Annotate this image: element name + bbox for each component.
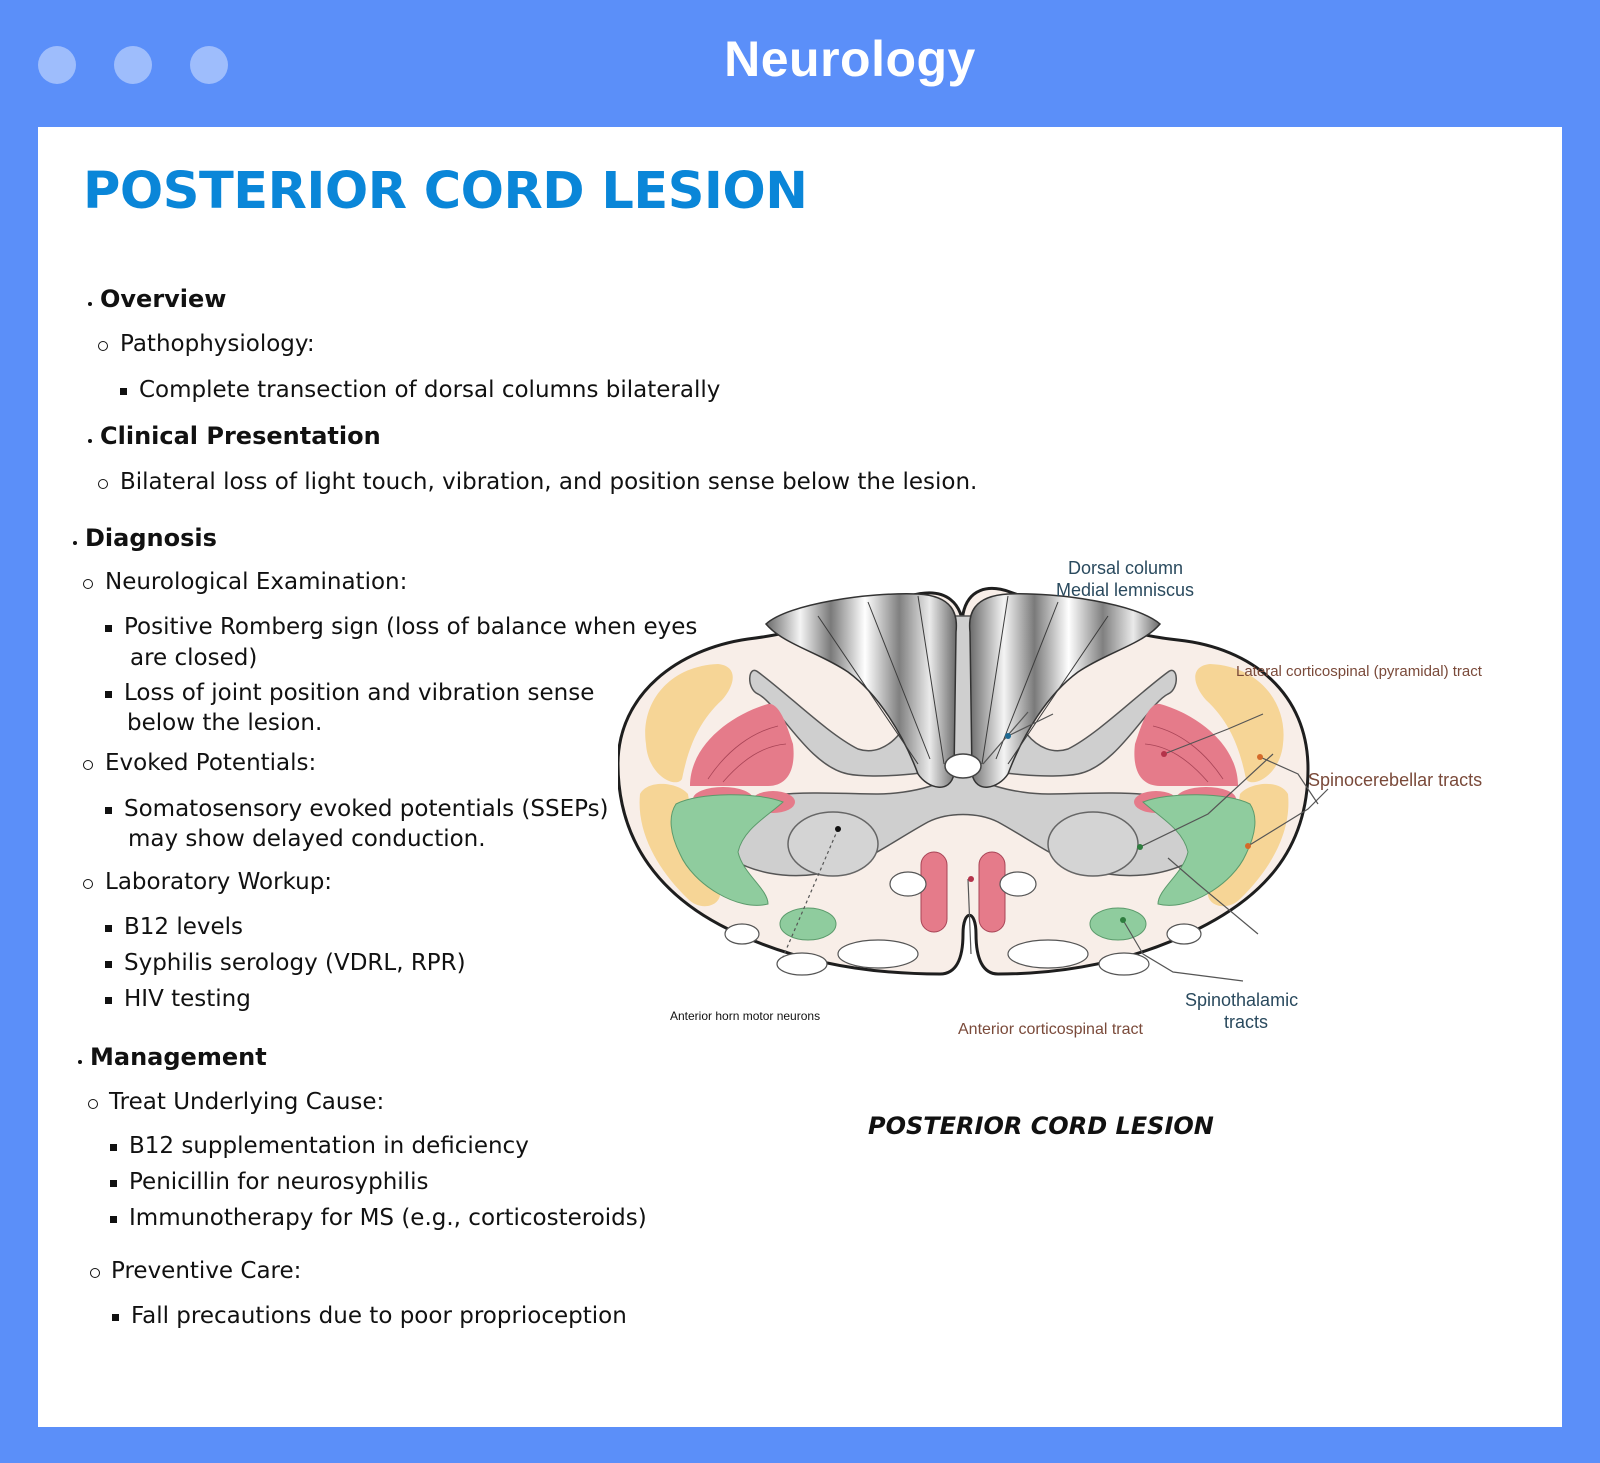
subheading-laboratory-workup: Laboratory Workup:	[105, 869, 333, 895]
bullet	[98, 479, 108, 489]
bullet	[83, 579, 93, 589]
list-item: Fall precautions due to poor propriocept…	[131, 1303, 627, 1329]
page-title: POSTERIOR CORD LESION	[83, 162, 808, 221]
subheading-pathophysiology: Pathophysiology:	[120, 331, 315, 357]
heading-diagnosis: Diagnosis	[85, 524, 217, 552]
subheading-treat-underlying-cause: Treat Underlying Cause:	[109, 1089, 385, 1115]
bullet	[88, 439, 92, 443]
list-item-continuation: may show delayed conduction.	[128, 826, 486, 852]
list-item: Somatosensory evoked potentials (SSEPs)	[124, 796, 609, 822]
heading-management: Management	[90, 1043, 267, 1071]
list-item: Immunotherapy for MS (e.g., corticostero…	[129, 1205, 647, 1231]
bullet	[105, 925, 112, 932]
bullet	[110, 1216, 117, 1223]
bullet	[105, 691, 112, 698]
bullet	[73, 541, 77, 545]
list-item: B12 levels	[124, 914, 244, 940]
subheading-preventive-care: Preventive Care:	[111, 1258, 302, 1284]
bullet	[105, 997, 112, 1004]
bullet	[98, 341, 108, 351]
subheading-neuro-exam: Neurological Examination:	[105, 569, 408, 595]
bullet	[88, 302, 92, 306]
list-item: Penicillin for neurosyphilis	[129, 1169, 429, 1195]
list-item-continuation: are closed)	[130, 645, 258, 671]
bullet	[105, 961, 112, 968]
subheading-evoked-potentials: Evoked Potentials:	[105, 750, 317, 776]
bullet	[105, 807, 112, 814]
bullet	[90, 1268, 100, 1278]
central-canal	[944, 753, 982, 779]
label-spinothalamic-1: Spinothalamic	[1185, 990, 1298, 1010]
bullet	[78, 1060, 82, 1064]
dorsal-columns	[764, 593, 1162, 788]
label-dorsal-column: Dorsal column	[1068, 558, 1183, 578]
window-controls	[38, 46, 228, 84]
bullet	[88, 1099, 98, 1109]
leader-dots	[835, 733, 1263, 923]
label-medial-lemniscus: Medial lemniscus	[1056, 580, 1194, 600]
bullet	[105, 625, 112, 632]
bullet	[110, 1180, 117, 1187]
list-item: HIV testing	[124, 986, 251, 1012]
bullet	[83, 760, 93, 770]
window-dot[interactable]	[38, 46, 76, 84]
window-dot[interactable]	[190, 46, 228, 84]
label-anterior-corticospinal: Anterior corticospinal tract	[958, 1021, 1144, 1038]
content-panel: POSTERIOR CORD LESION Overview Pathophys…	[38, 127, 1562, 1427]
spinothalamic-tracts	[670, 794, 1256, 941]
minor-tracts	[724, 871, 1202, 976]
heading-clinical-presentation: Clinical Presentation	[100, 422, 381, 450]
figure-caption: POSTERIOR CORD LESION	[868, 1112, 1214, 1140]
bullet	[120, 388, 127, 395]
label-anterior-horn: Anterior horn motor neurons	[670, 1009, 820, 1023]
label-lateral-corticospinal: Lateral corticospinal (pyramidal) tract	[1236, 663, 1483, 680]
window-title: Neurology	[724, 31, 976, 87]
spinal-cord-diagram: Dorsal column Medial lemniscus Lateral c…	[618, 558, 1483, 1038]
anterior-corticospinal-tracts	[920, 851, 1006, 933]
bullet	[112, 1314, 119, 1321]
list-item: Bilateral loss of light touch, vibration…	[120, 469, 978, 495]
window-dot[interactable]	[114, 46, 152, 84]
bullet	[110, 1144, 117, 1151]
list-item: Complete transection of dorsal columns b…	[139, 377, 721, 403]
label-spinothalamic-2: tracts	[1224, 1012, 1268, 1032]
list-item: Syphilis serology (VDRL, RPR)	[124, 950, 466, 976]
list-item: Loss of joint position and vibration sen…	[124, 680, 595, 706]
list-item: Positive Romberg sign (loss of balance w…	[124, 614, 698, 640]
list-item: B12 supplementation in deficiency	[129, 1133, 529, 1159]
list-item-continuation: below the lesion.	[127, 710, 323, 736]
bullet	[83, 879, 93, 889]
label-spinocerebellar: Spinocerebellar tracts	[1308, 770, 1482, 790]
heading-overview: Overview	[100, 285, 227, 313]
